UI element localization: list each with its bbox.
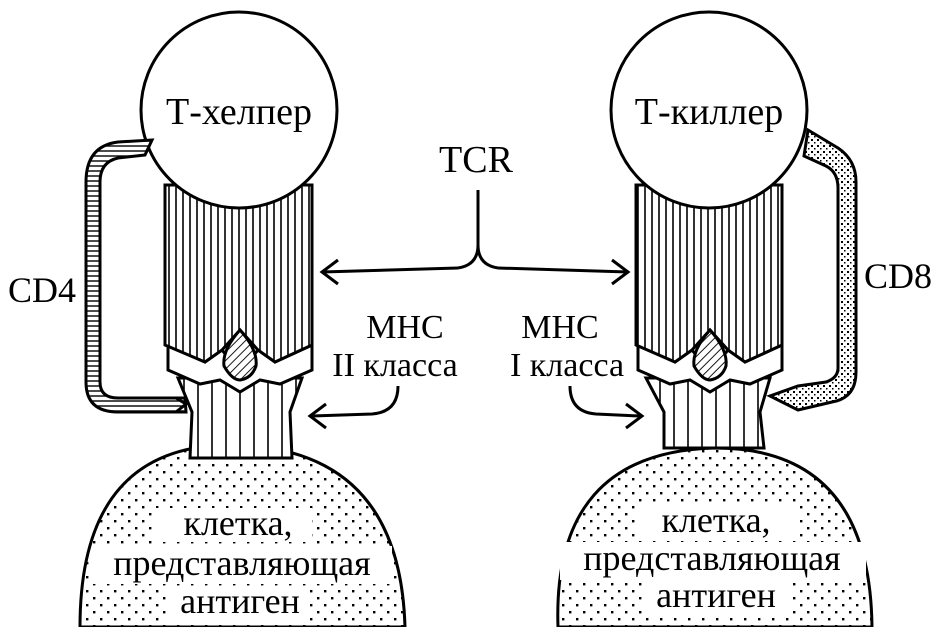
mhc-ii-arrow — [312, 386, 398, 416]
cd4-label: CD4 — [8, 270, 76, 310]
mhc-ii-label-line1: МНС — [366, 309, 443, 346]
mhc-i-label-line1: МНС — [521, 309, 598, 346]
apc-right-line2: представляющая — [583, 538, 840, 578]
cd8-label: CD8 — [864, 256, 932, 296]
mhc-ii-label-line2: II класса — [332, 347, 457, 384]
mhc-i-arrow — [570, 386, 640, 416]
tcr-label: TCR — [439, 139, 514, 181]
mhc-i-label-line2: I класса — [510, 347, 624, 384]
t-helper-label: Т-хелпер — [166, 91, 312, 133]
apc-left-line3: антиген — [180, 581, 300, 621]
apc-left-line2: представляющая — [113, 543, 370, 583]
apc-right-line1: клетка, — [661, 500, 770, 540]
apc-left-line1: клетка, — [183, 503, 292, 543]
t-killer-label: Т-киллер — [635, 91, 783, 133]
tcr-brace — [322, 190, 628, 272]
apc-right-line3: антиген — [656, 575, 776, 615]
